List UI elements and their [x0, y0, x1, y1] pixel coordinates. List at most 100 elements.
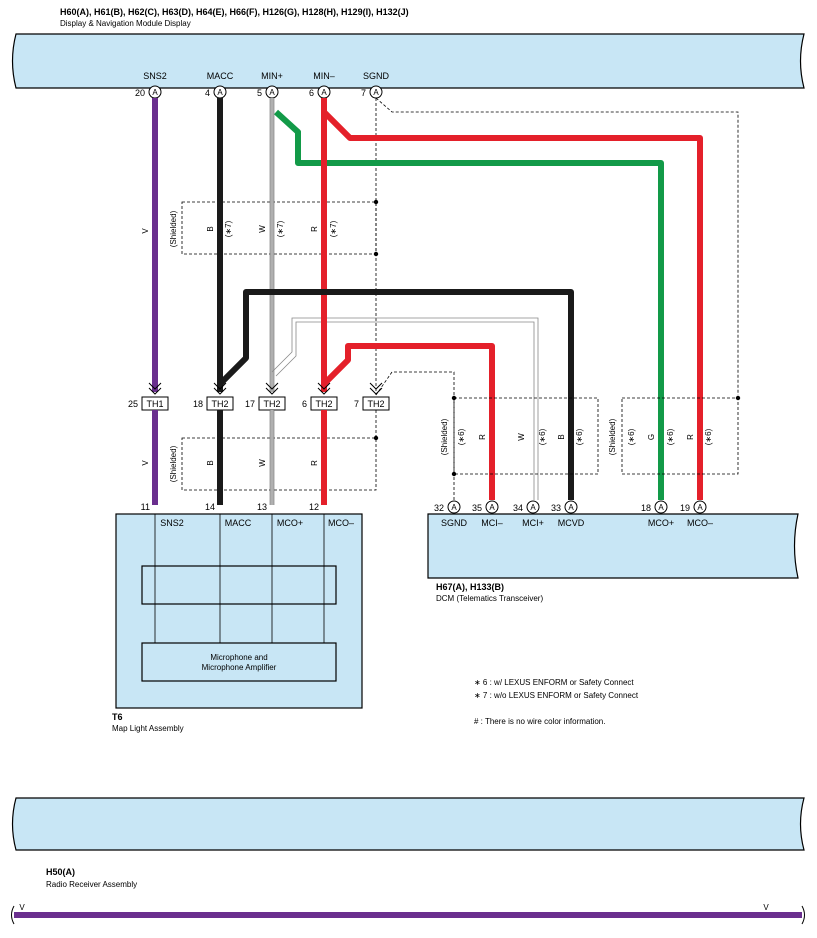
note-hash: # : There is no wire color information. — [474, 717, 605, 726]
map-light-pin-macc: 14 MACC — [205, 502, 252, 528]
map-light-name: Map Light Assembly — [112, 724, 184, 733]
junction-label: TH2 — [211, 399, 228, 409]
junction-number: 6 — [302, 399, 307, 409]
junction-label: TH1 — [146, 399, 163, 409]
dcm-id: H67(A), H133(B) — [436, 582, 504, 592]
pin-name: MCI– — [481, 518, 503, 528]
pin-number: 20 — [135, 88, 145, 98]
wire-label-r: R — [478, 434, 487, 440]
display-pin-macc: MACC 4 A — [205, 71, 234, 99]
junction-number: 7 — [354, 399, 359, 409]
wire-label-shielded: (Shielded) — [169, 445, 178, 482]
wire-break-right — [801, 905, 805, 925]
wire-break-left — [11, 905, 15, 925]
pin-number: 4 — [205, 88, 210, 98]
upper-shield-box — [181, 201, 377, 255]
amp-label-line-1: Microphone and — [210, 653, 267, 662]
pin-connector: A — [451, 503, 457, 512]
map-light-pin-sns2: 11 SNS2 — [141, 502, 184, 528]
pin-connector: A — [321, 88, 327, 97]
radio-box — [11, 797, 805, 851]
pin-connector: A — [697, 503, 703, 512]
pin-number: 18 — [641, 503, 651, 513]
junction-th2-17: 17 TH2 — [245, 396, 286, 411]
display-pin-sns2: SNS2 20 A — [135, 71, 167, 99]
shield-junction — [451, 395, 457, 401]
pin-name: MCO+ — [277, 518, 303, 528]
pin-number: 34 — [513, 503, 523, 513]
map-light-internal-lines — [154, 514, 325, 643]
wire-label-shielded: (Shielded) — [608, 418, 617, 455]
pin-connector: A — [269, 88, 275, 97]
pin-number: 13 — [257, 502, 267, 512]
pin-number: 19 — [680, 503, 690, 513]
radio-name: Radio Receiver Assembly — [46, 880, 137, 889]
wire-label-shielded: (Shielded) — [169, 210, 178, 247]
dcm-pin-mci-plus: 34 A MCI+ — [513, 500, 544, 528]
wire-note: (∗6) — [704, 428, 713, 445]
map-light-id: T6 — [112, 712, 123, 722]
wire-label-w: W — [517, 433, 526, 441]
wire-red-mco-minus — [321, 98, 703, 500]
wire-label-r: R — [310, 226, 319, 232]
dcm-pin-mco-plus: 18 A MCO+ — [641, 500, 674, 528]
pin-number: 6 — [309, 88, 314, 98]
amp-label-line-2: Microphone Amplifier — [202, 663, 277, 672]
pin-name: MCO– — [687, 518, 713, 528]
pin-name: MACC — [207, 71, 234, 81]
pin-name: MIN+ — [261, 71, 283, 81]
junction-arrows — [148, 382, 383, 395]
shield-junction — [373, 251, 379, 257]
pin-connector: A — [373, 88, 379, 97]
pin-name: MIN– — [313, 71, 335, 81]
junction-th2-6: 6 TH2 — [302, 396, 338, 411]
display-module-subtitle: Display & Navigation Module Display — [60, 19, 191, 28]
wire-white-mci-plus-2 — [275, 321, 535, 500]
wire-label-g: G — [647, 434, 656, 440]
dcm-pin-mci-minus: 35 A MCI– — [472, 500, 503, 528]
junction-number: 25 — [128, 399, 138, 409]
pin-connector: A — [489, 503, 495, 512]
junction-th2-18: 18 TH2 — [193, 396, 234, 411]
wire-note: (∗7) — [224, 220, 233, 237]
wire-label-w: W — [258, 225, 267, 233]
wire-label-r: R — [686, 434, 695, 440]
wire-green-mco-plus — [273, 109, 664, 500]
wire-white-min-plus-edge — [269, 98, 275, 392]
wire-note: (∗6) — [575, 428, 584, 445]
dcm-shield-box-2 — [621, 397, 739, 475]
pin-number: 11 — [141, 502, 150, 512]
note-6: ∗ 6 : w/ LEXUS ENFORM or Safety Connect — [474, 678, 634, 687]
junction-label: TH2 — [367, 399, 384, 409]
pin-connector: A — [217, 88, 223, 97]
dcm-pin-sgnd: 32 A SGND — [434, 500, 468, 528]
wire-label-shielded: (Shielded) — [440, 418, 449, 455]
shield-junction — [735, 395, 741, 401]
junction-number: 18 — [193, 399, 203, 409]
wire-label-v: V — [141, 228, 150, 234]
note-7: ∗ 7 : w/o LEXUS ENFORM or Safety Connect — [474, 691, 639, 700]
pin-number: 5 — [257, 88, 262, 98]
pin-number: 32 — [434, 503, 444, 513]
wire-red-mci-minus — [321, 343, 495, 500]
pin-connector: A — [568, 503, 574, 512]
wire-note: (∗6) — [666, 428, 675, 445]
wire-black-mcvd — [217, 289, 574, 500]
pin-name: SGND — [441, 518, 468, 528]
display-pin-min-plus: MIN+ 5 A — [257, 71, 283, 99]
pin-number: 7 — [361, 88, 366, 98]
pin-name: MCVD — [558, 518, 585, 528]
display-pin-min-minus: MIN– 6 A — [309, 71, 335, 99]
dcm-name: DCM (Telematics Transceiver) — [436, 594, 543, 603]
radio-wire-label-left: V — [19, 903, 25, 912]
wire-note: (∗6) — [627, 428, 636, 445]
wire-white-lower-edge — [269, 410, 275, 505]
wire-label-r: R — [310, 460, 319, 466]
dcm-shield-box-1 — [453, 397, 599, 475]
map-light-switch-block — [141, 565, 337, 605]
lower-shield-box — [181, 437, 377, 491]
upper-wire-labels: V (Shielded) B (∗7) W (∗7) R (∗7) — [141, 210, 338, 247]
wire-label-b: B — [206, 460, 215, 465]
wire-note: (∗7) — [329, 220, 338, 237]
pin-connector: A — [530, 503, 536, 512]
